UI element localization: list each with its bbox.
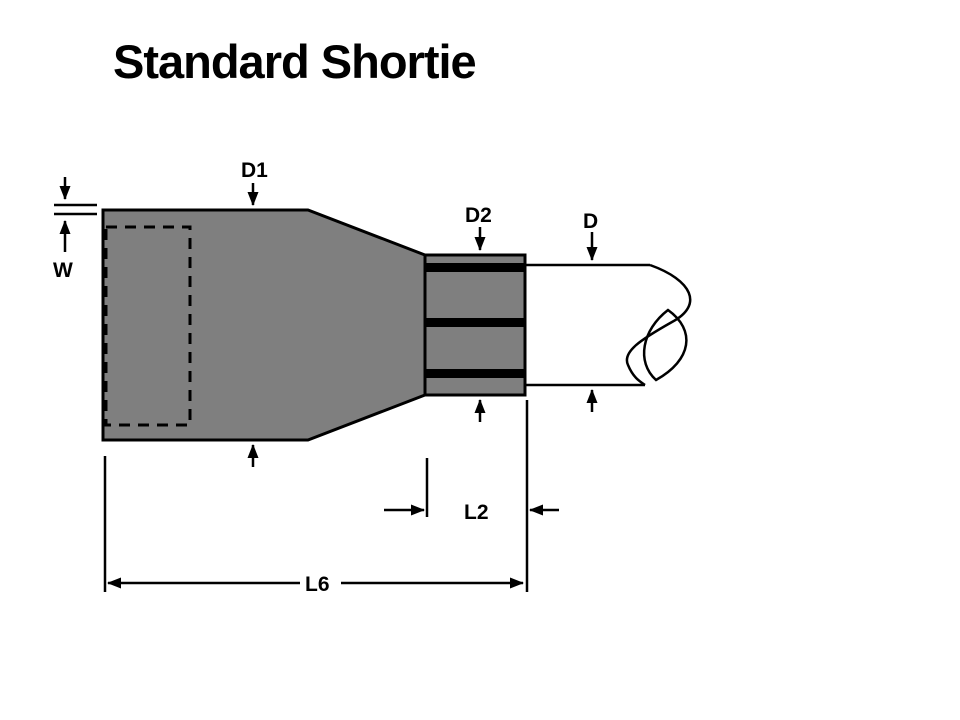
dim-label-l6: L6: [305, 573, 330, 596]
slide-title: Standard Shortie: [113, 35, 477, 88]
dim-label-d1: D1: [241, 159, 268, 182]
shank-break-curve: [625, 263, 692, 387]
dim-label-l2: L2: [464, 501, 489, 524]
dim-label-w: W: [53, 259, 73, 282]
collar-groove-top: [426, 263, 524, 272]
tool-head-shape: [101, 208, 427, 442]
shank-outline: [525, 263, 650, 387]
dim-label-d2: D2: [465, 204, 492, 227]
hidden-socket-outline: [104, 225, 192, 427]
collar-groove-middle: [426, 318, 524, 327]
shank-break-lens: [642, 308, 688, 382]
collar-groove-bottom: [426, 369, 524, 378]
dim-label-d: D: [583, 210, 598, 233]
